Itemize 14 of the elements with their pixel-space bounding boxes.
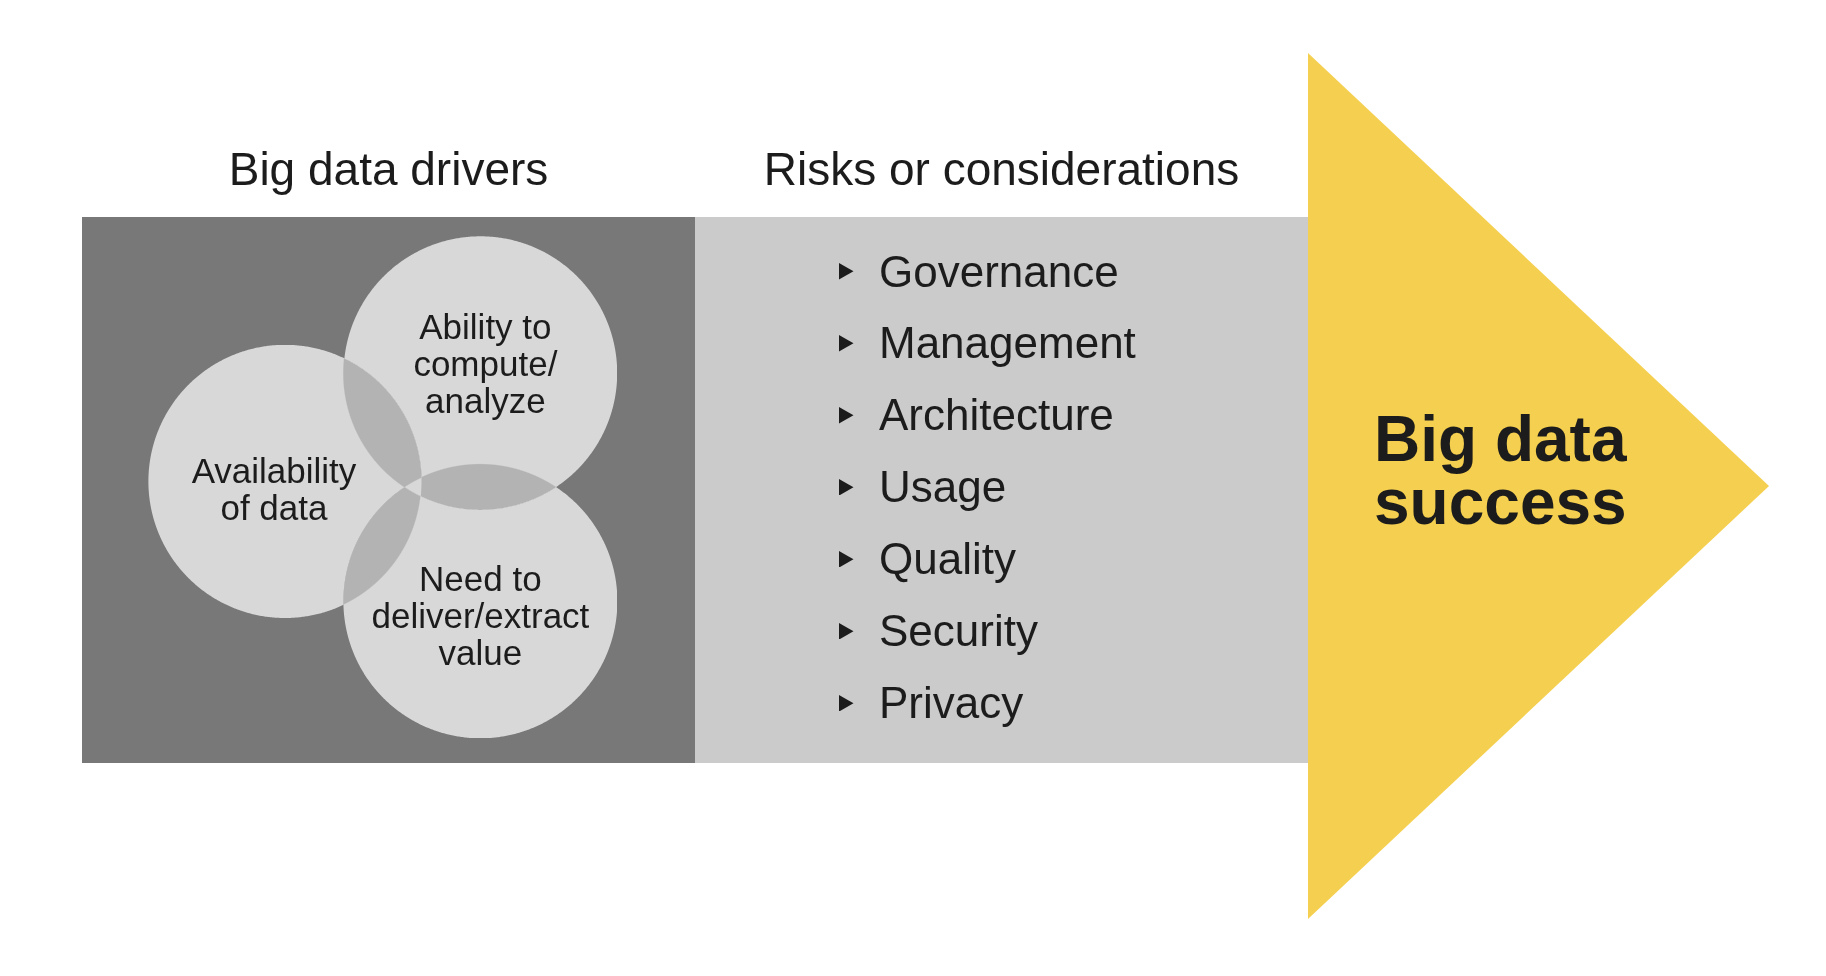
arrowhead-triangle — [1308, 52, 1769, 919]
circle-label: Availability of data — [190, 452, 358, 527]
list-item: Governance — [879, 246, 1119, 297]
section-heading: Risks or considerations — [763, 142, 1240, 195]
list-item: Quality — [879, 534, 1016, 585]
section-heading: Big data drivers — [228, 142, 549, 195]
list-item: Architecture — [879, 390, 1114, 441]
circle-label: Need to deliver/extract value — [370, 559, 591, 671]
list-item: Security — [879, 606, 1038, 656]
list-item: Management — [879, 318, 1136, 369]
result-label: Big data success — [1374, 408, 1628, 534]
list-item: Usage — [879, 462, 1007, 513]
circle-label: Ability to compute/ analyze — [412, 307, 559, 419]
list-item: Privacy — [879, 677, 1024, 728]
